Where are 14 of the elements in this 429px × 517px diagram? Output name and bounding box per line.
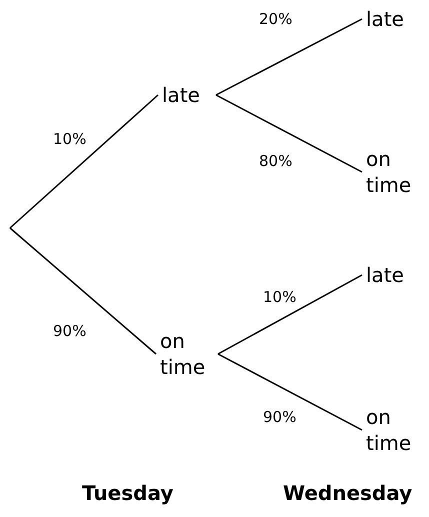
branch-line xyxy=(216,94,362,173)
branch-line xyxy=(10,94,158,229)
branch-line xyxy=(216,18,362,96)
outcome-label: on time xyxy=(366,146,422,198)
branch-line xyxy=(10,227,156,355)
branch-line xyxy=(218,274,362,355)
branch-line xyxy=(218,353,362,431)
outcome-label: on time xyxy=(160,328,216,380)
day-heading: Wednesday xyxy=(283,480,412,507)
outcome-label: late xyxy=(366,262,418,288)
outcome-label: on time xyxy=(366,404,422,456)
outcome-label: late xyxy=(162,82,214,108)
outcome-label: late xyxy=(366,6,418,32)
day-heading: Tuesday xyxy=(82,480,174,507)
